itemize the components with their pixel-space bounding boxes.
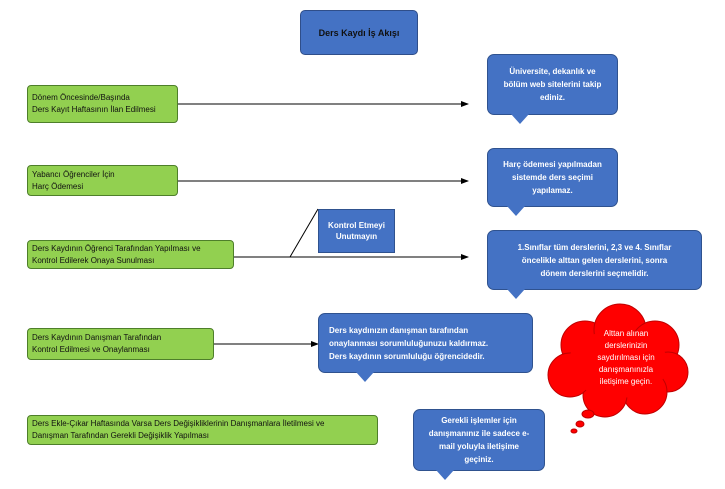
step-2-box: Yabancı Öğrenciler İçin Harç Ödemesi	[27, 165, 178, 196]
note-fee-payment: Harç ödemesi yapılmadan sistemde ders se…	[487, 148, 618, 207]
cloud-text: Alttan alınan derslerinizin saydırılması…	[597, 329, 655, 386]
step-5-box: Ders Ekle-Çıkar Haftasında Varsa Ders De…	[27, 415, 378, 445]
note-websites-tail	[511, 114, 529, 124]
note-course-selection: 1.Sınıflar tüm derslerini, 2,3 ve 4. Sın…	[487, 230, 702, 290]
note-email-contact-tail	[436, 470, 454, 480]
diagram-title: Ders Kaydı İş Akışı	[300, 10, 418, 55]
step-1-box: Dönem Öncesinde/Başında Ders Kayıt Hafta…	[27, 85, 178, 123]
note-email-contact: Gerekli işlemler için danışmanınız ile s…	[413, 409, 545, 471]
cloud-shape	[547, 303, 689, 434]
note-websites: Üniversite, dekanlık ve bölüm web sitele…	[487, 54, 618, 115]
step-4-box: Ders Kaydının Danışman Tarafından Kontro…	[27, 328, 214, 360]
note-advisor-approval-tail	[356, 372, 374, 382]
note-advisor-approval: Ders kaydınızın danışman tarafından onay…	[318, 313, 533, 373]
step-3-box: Ders Kaydının Öğrenci Tarafından Yapılma…	[27, 240, 234, 269]
note-course-selection-tail	[507, 289, 525, 299]
note-fee-payment-tail	[507, 206, 525, 216]
callout-leader	[289, 208, 319, 258]
callout-check-reminder: Kontrol Etmeyi Unutmayın	[318, 209, 395, 253]
